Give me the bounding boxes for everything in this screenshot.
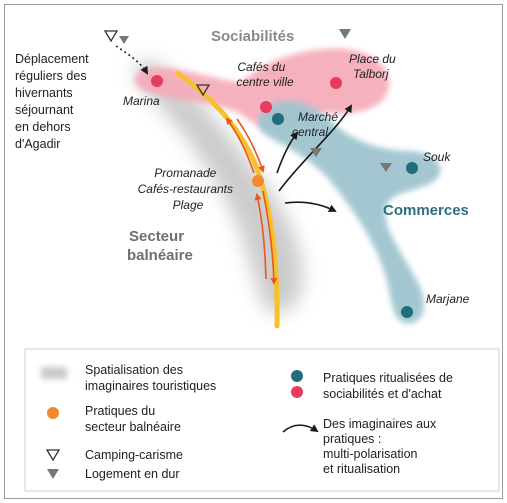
marche-central-label: Marché central [292,110,341,139]
beach-movement-arrows [225,117,278,285]
housing-icon [119,36,129,44]
talborj-dot [330,77,342,89]
legend-box [24,348,500,492]
filled-triangle-icon [47,469,59,479]
deplacement-label: Déplacement réguliers des hivernants séj… [15,52,92,151]
cafes-centre-label: Cafés du centre ville [236,60,294,89]
map-frame: Sociabilités Déplacement réguliers des h… [4,4,503,499]
souk-label: Souk [423,150,451,164]
practice-arrows [276,104,353,212]
housing-icon [310,148,322,157]
coast-road [174,70,280,329]
promenade-dot [252,175,264,187]
map-figure: Sociabilités Déplacement réguliers des h… [15,28,500,492]
legend-text-ritualisees: Pratiques ritualisées de sociabilités et… [323,371,456,401]
legend-text-balneaire: Pratiques du secteur balnéaire [85,404,181,434]
marina-label: Marina [123,94,160,108]
marche-central-dot [272,113,284,125]
secteur-balneaire-label: Secteur balnéaire [127,228,193,264]
marina-dot [151,75,163,87]
souk-dot [406,162,418,174]
legend-text-camping: Camping-carisme [85,448,183,462]
sociabilites-zone [134,48,390,131]
imaginaries-zone [135,60,303,314]
cafes-centre-dot [260,101,272,113]
commerces-zone [258,100,441,324]
teal-pink-dots-icon [291,370,303,398]
housing-icon [339,29,351,39]
hollow-triangle-icon [45,449,61,462]
housing-icon [380,163,392,172]
place-talborj-label: Place du Talborj [349,52,399,81]
curved-arrow-icon [282,424,319,433]
gray-swatch-icon [41,367,67,379]
sociabilites-label: Sociabilités [211,28,294,45]
legend-text-imaginaires: Des imaginaires aux pratiques : multi-po… [323,417,440,476]
legend-text-spatialisation: Spatialisation des imaginaires touristiq… [85,363,216,393]
camping-car-icon [103,30,119,43]
marjane-dot [401,306,413,318]
marjane-label: Marjane [426,292,470,306]
camping-car-icon [195,84,211,97]
orange-dot-icon [47,407,59,419]
legend-text-logement: Logement en dur [85,467,180,481]
legend: Spatialisation des imaginaires touristiq… [24,348,500,492]
commerces-label: Commerces [383,202,469,219]
promenade-label: Promanade Cafés-restaurants Plage [138,166,237,212]
